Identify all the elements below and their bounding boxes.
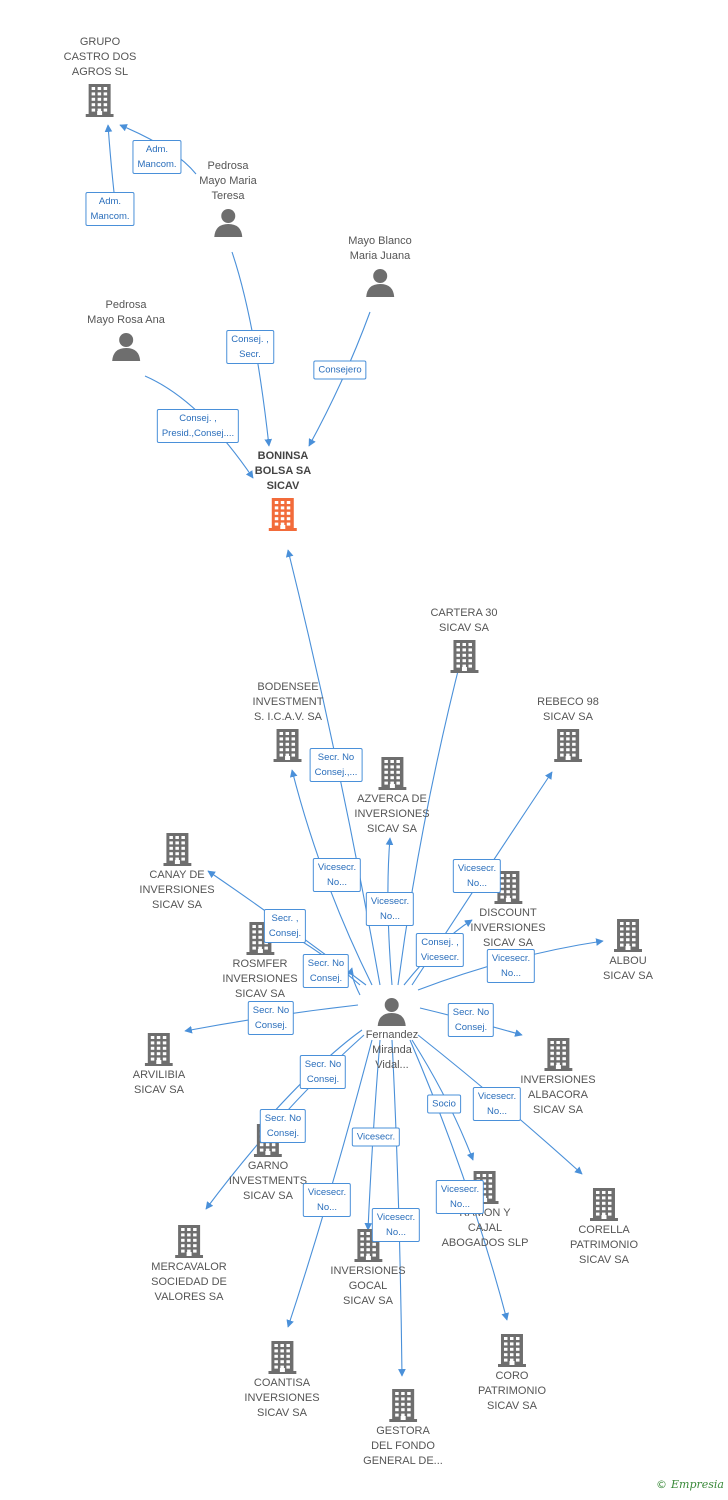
building-icon — [603, 918, 653, 952]
edge-label-fernandez-to-mercavalor[interactable]: Secr. No Consej. — [259, 1109, 307, 1143]
node-label: BONINSA BOLSA SA SICAV — [254, 450, 312, 492]
building-icon — [537, 728, 599, 762]
node-label: Pedrosa Mayo Rosa Ana — [87, 299, 165, 326]
edge-label-fernandez-to-albacora[interactable]: Secr. No Consej. — [447, 1003, 495, 1037]
person-icon — [87, 331, 165, 361]
edge-label-fernandez-to-rosmfer[interactable]: Secr. , Consej. — [263, 909, 307, 943]
node-ramon[interactable]: RAMON Y CAJAL ABOGADOS SLP — [441, 1167, 529, 1251]
node-label: Fernandez Miranda Vidal... — [365, 1029, 419, 1071]
node-label: RAMON Y CAJAL ABOGADOS SLP — [441, 1207, 529, 1249]
edge-label-fernandez-to-canay[interactable]: Vicesecr. No... — [312, 858, 362, 892]
edge-label-pedrosa_teresa-to-boninsa[interactable]: Consej. , Secr. — [226, 330, 274, 364]
building-icon — [64, 83, 137, 117]
node-azverca[interactable]: AZVERCA DE INVERSIONES SICAV SA — [354, 753, 430, 837]
building-icon — [520, 1037, 595, 1071]
edge-label-fernandez-to-garno[interactable]: Secr. No Consej. — [299, 1055, 347, 1089]
node-cartera30[interactable]: CARTERA 30 SICAV SA — [430, 606, 498, 673]
node-discount[interactable]: DISCOUNT INVERSIONES SICAV SA — [470, 867, 546, 951]
node-coro[interactable]: CORO PATRIMONIO SICAV SA — [478, 1330, 546, 1414]
edge-fernandez-to-cartera30 — [397, 654, 465, 986]
node-albou[interactable]: ALBOU SICAV SA — [603, 915, 653, 984]
node-label: GESTORA DEL FONDO GENERAL DE... — [363, 1425, 443, 1467]
node-label: CORELLA PATRIMONIO SICAV SA — [569, 1224, 639, 1266]
edge-fernandez-to-gestora — [391, 1039, 406, 1377]
building-icon — [430, 639, 497, 673]
node-pedrosa-teresa[interactable]: Pedrosa Mayo Maria Teresa — [199, 159, 257, 237]
edge-label-fernandez-to-discount[interactable]: Consej. , Vicesecr. — [415, 933, 465, 967]
node-grupo-castro[interactable]: GRUPO CASTRO DOS AGROS SL — [63, 35, 137, 117]
node-label: INVERSIONES GOCAL SICAV SA — [330, 1265, 406, 1307]
edge-label-fernandez-to-ramon[interactable]: Socio — [427, 1094, 461, 1114]
copyright-icon: © — [656, 1478, 667, 1491]
person-icon — [366, 996, 419, 1026]
node-coantisa[interactable]: COANTISA INVERSIONES SICAV SA — [244, 1337, 320, 1421]
node-label: Pedrosa Mayo Maria Teresa — [199, 160, 257, 202]
node-label: ALBOU SICAV SA — [603, 955, 653, 982]
node-gestora[interactable]: GESTORA DEL FONDO GENERAL DE... — [363, 1385, 443, 1469]
edge-label-fernandez-to-coantisa[interactable]: Vicesecr. No... — [302, 1183, 352, 1217]
node-label: ROSMFER INVERSIONES SICAV SA — [222, 958, 298, 1000]
node-gocal[interactable]: INVERSIONES GOCAL SICAV SA — [330, 1225, 406, 1309]
building-icon — [363, 1388, 443, 1422]
node-label: ARVILIBIA SICAV SA — [132, 1069, 186, 1096]
person-icon — [348, 267, 412, 297]
building-icon — [470, 870, 545, 904]
node-label: MERCAVALOR SOCIEDAD DE VALORES SA — [151, 1261, 227, 1303]
node-albacora[interactable]: INVERSIONES ALBACORA SICAV SA — [520, 1034, 596, 1118]
node-boninsa[interactable]: BONINSA BOLSA SA SICAV — [255, 449, 311, 531]
edge-label-fernandez-to-bodensee[interactable]: Secr. No Consej.,... — [309, 748, 363, 782]
edge-label-fernandez-to-corella[interactable]: Vicesecr. No... — [472, 1087, 522, 1121]
brand-name: Empresia — [671, 1478, 724, 1491]
node-label: INVERSIONES ALBACORA SICAV SA — [520, 1074, 596, 1116]
node-label: DISCOUNT INVERSIONES SICAV SA — [470, 907, 546, 949]
node-label: CANAY DE INVERSIONES SICAV SA — [139, 869, 215, 911]
edge-label-pedrosa_rosa-to-boninsa[interactable]: Consej. , Presid.,Consej.... — [156, 409, 240, 443]
edge-label-fernandez-to-gocal[interactable]: Vicesecr. — [351, 1127, 401, 1147]
building-icon — [133, 1032, 185, 1066]
edge-label-fernandez-to-albou[interactable]: Vicesecr. No... — [486, 949, 536, 983]
edge-label-fernandez-to-coro[interactable]: Vicesecr. No... — [435, 1180, 485, 1214]
edge-fernandez-to-rosmfer — [346, 967, 361, 996]
building-icon — [139, 832, 214, 866]
node-arvilibia[interactable]: ARVILIBIA SICAV SA — [133, 1029, 185, 1098]
node-bodensee[interactable]: BODENSEE INVESTMENT S. I.C.A.V. SA — [252, 680, 324, 762]
node-label: GARNO INVESTMENTS SICAV SA — [228, 1160, 308, 1202]
node-label: AZVERCA DE INVERSIONES SICAV SA — [354, 793, 430, 835]
edge-label-pedrosa_rosa-to-grupo_castro[interactable]: Adm. Mancom. — [85, 192, 135, 226]
edge-label-mayo_blanco-to-boninsa[interactable]: Consejero — [313, 360, 367, 380]
node-corella[interactable]: CORELLA PATRIMONIO SICAV SA — [570, 1184, 638, 1268]
building-icon — [151, 1224, 227, 1258]
node-mayo-blanco[interactable]: Mayo Blanco Maria Juana — [348, 234, 412, 297]
node-canay[interactable]: CANAY DE INVERSIONES SICAV SA — [139, 829, 215, 913]
node-label: CORO PATRIMONIO SICAV SA — [477, 1370, 547, 1412]
edge-label-fernandez-to-gestora[interactable]: Vicesecr. No... — [371, 1208, 421, 1242]
node-fernandez[interactable]: Fernandez Miranda Vidal... — [365, 993, 419, 1073]
edge-label-fernandez-to-rebeco98[interactable]: Vicesecr. No... — [452, 859, 502, 893]
node-mercavalor[interactable]: MERCAVALOR SOCIEDAD DE VALORES SA — [151, 1221, 227, 1305]
node-label: GRUPO CASTRO DOS AGROS SL — [63, 36, 137, 78]
node-label: REBECO 98 SICAV SA — [537, 696, 599, 723]
empresia-logo[interactable]: © Empresia — [656, 1478, 724, 1491]
edge-label-pedrosa_teresa-to-grupo_castro[interactable]: Adm. Mancom. — [132, 140, 182, 174]
building-icon — [244, 1340, 319, 1374]
node-pedrosa-rosa[interactable]: Pedrosa Mayo Rosa Ana — [87, 298, 165, 361]
edge-label-fernandez-to-rosmfer[interactable]: Secr. No Consej. — [302, 954, 350, 988]
building-icon — [253, 728, 324, 762]
edge-label-fernandez-to-arvilibia[interactable]: Secr. No Consej. — [247, 1001, 295, 1035]
building-icon — [255, 497, 311, 531]
person-icon — [199, 207, 256, 237]
node-rebeco98[interactable]: REBECO 98 SICAV SA — [537, 695, 599, 762]
building-icon — [354, 756, 429, 790]
edge-label-fernandez-to-azverca[interactable]: Vicesecr. No... — [365, 892, 415, 926]
node-label: BODENSEE INVESTMENT S. I.C.A.V. SA — [252, 681, 324, 723]
building-icon — [570, 1187, 638, 1221]
node-label: Mayo Blanco Maria Juana — [348, 235, 412, 262]
building-icon — [478, 1333, 546, 1367]
node-label: CARTERA 30 SICAV SA — [430, 607, 498, 634]
node-label: COANTISA INVERSIONES SICAV SA — [244, 1377, 320, 1419]
